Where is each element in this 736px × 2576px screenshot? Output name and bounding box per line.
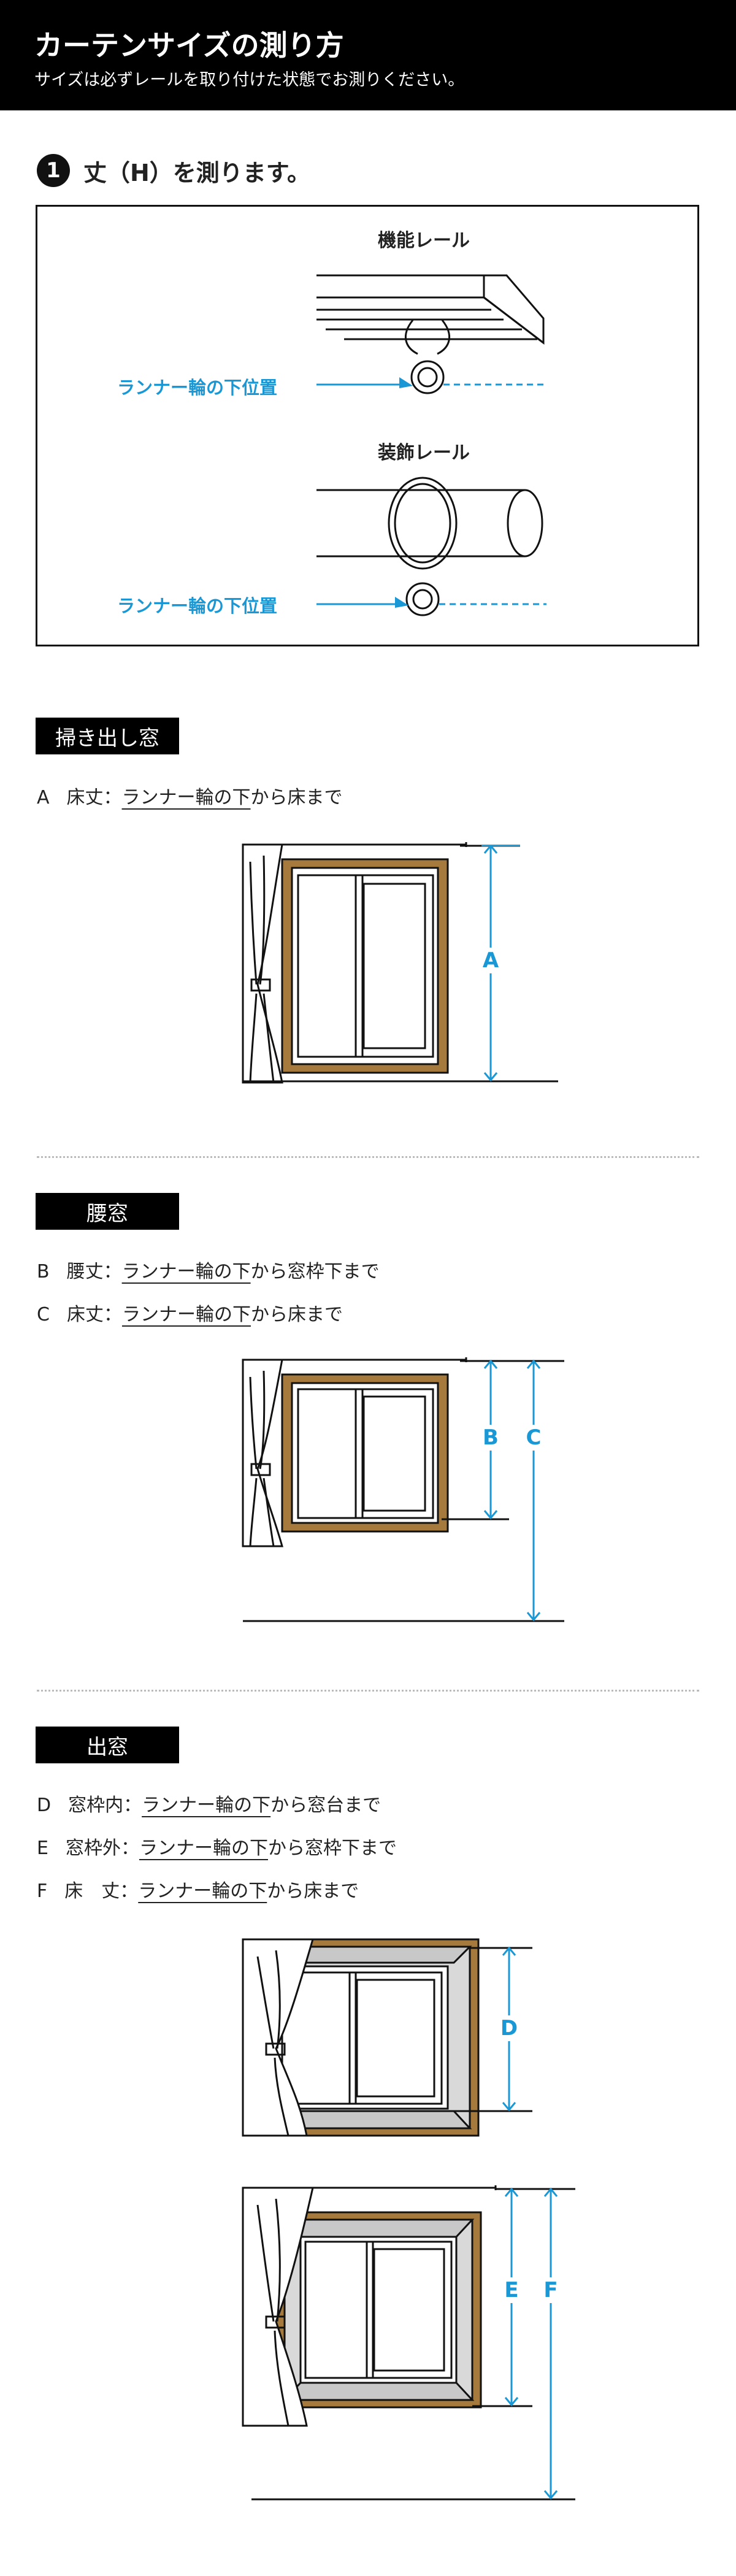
runner-label-functional: ランナー輪の下位置	[117, 377, 278, 398]
runner-pointer-functional	[316, 377, 546, 388]
demado-window-diagram-d: D	[242, 1938, 532, 2137]
divider-1	[37, 1156, 699, 1158]
dimension-e: E	[503, 2187, 520, 2407]
section-tag-demado: 出窓	[36, 1727, 179, 1763]
measure-letter: F	[37, 1880, 48, 1902]
runner-pointer-decorative	[316, 597, 546, 608]
measure-ref: ランナー輪の下	[121, 1304, 251, 1325]
step-title: 丈（H）を測ります。	[83, 159, 311, 186]
measure-name: 床 丈	[64, 1880, 120, 1902]
dimension-label-e: E	[504, 2278, 518, 2302]
step-number-badge: 1	[37, 154, 70, 187]
dimension-label-b: B	[483, 1425, 499, 1450]
koshi-window-diagram: B C	[242, 1357, 564, 1622]
dimension-label-a: A	[483, 948, 499, 973]
functional-rail-label: 機能レール	[378, 230, 470, 251]
dimension-label-c: C	[526, 1425, 542, 1450]
decorative-rail-icon	[316, 477, 543, 616]
decorative-rail-label: 装飾レール	[378, 442, 470, 464]
measure-ref: ランナー輪の下	[142, 1795, 271, 1816]
dimension-a: A	[481, 844, 520, 1082]
measure-name: 床丈	[66, 787, 104, 808]
measure-ref: ランナー輪の下	[121, 787, 251, 808]
runner-label-decorative: ランナー輪の下位置	[117, 596, 278, 616]
measure-letter: E	[37, 1838, 48, 1859]
hakidashi-window-diagram: A	[242, 842, 558, 1084]
divider-2	[37, 1690, 699, 1692]
measure-letter: C	[37, 1304, 50, 1325]
measure-ref: ランナー輪の下	[121, 1261, 251, 1282]
header-bar: カーテンサイズの測り方 サイズは必ずレールを取り付けた状態でお測りください。	[0, 0, 736, 110]
measure-letter: A	[37, 787, 50, 808]
dimension-label-f: F	[543, 2278, 558, 2302]
measure-ref: ランナー輪の下	[139, 1838, 268, 1859]
measure-ref: ランナー輪の下	[138, 1880, 267, 1902]
measure-name: 窓枠内	[68, 1795, 124, 1816]
page-subtitle: サイズは必ずレールを取り付けた状態でお測りください。	[34, 71, 465, 90]
dimension-b: B	[482, 1359, 499, 1520]
section-tag-koshi: 腰窓	[36, 1193, 179, 1230]
page-title: カーテンサイズの測り方	[34, 29, 344, 62]
dimension-c: C	[525, 1359, 542, 1622]
rail-diagram-svg	[316, 274, 546, 616]
measure-letter: B	[37, 1261, 50, 1282]
demado-window-diagram-ef: E F	[242, 2185, 575, 2501]
section-tag-hakidashi: 掃き出し窓	[36, 718, 179, 754]
measure-letter: D	[37, 1795, 52, 1816]
measure-name: 腰丈	[66, 1261, 104, 1282]
rail-diagram-box: 機能レール ランナー輪の下位置 装飾レール ランナー輪の下位置	[36, 205, 699, 646]
functional-rail-icon	[316, 274, 545, 394]
step-heading: 1 丈（H）を測ります。	[37, 152, 310, 189]
measure-name: 窓枠外	[65, 1838, 121, 1859]
dimension-f: F	[542, 2187, 559, 2500]
dimension-d: D	[500, 1946, 518, 2112]
dimension-label-d: D	[500, 2016, 518, 2041]
measure-name: 床丈	[66, 1304, 104, 1325]
